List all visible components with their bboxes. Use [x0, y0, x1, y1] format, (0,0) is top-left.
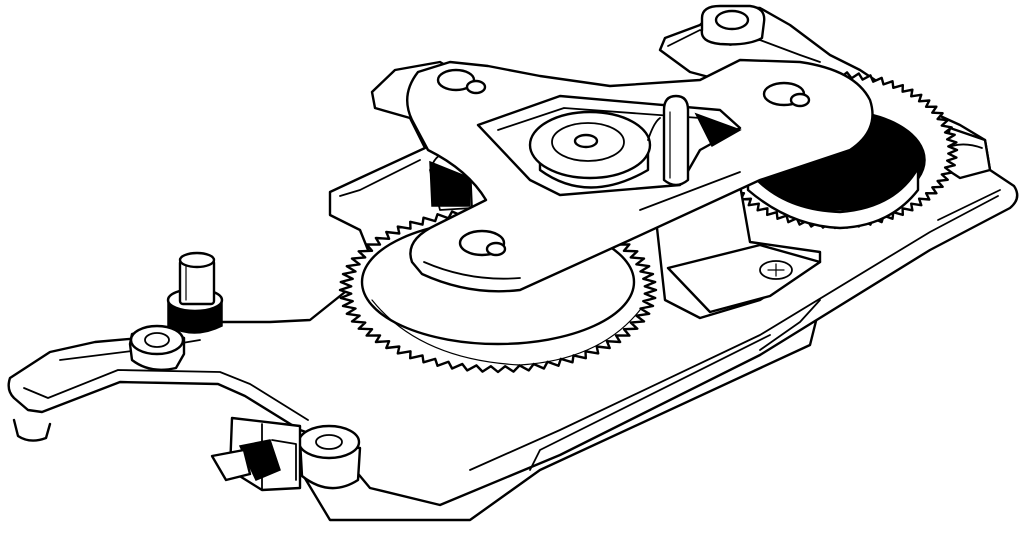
bottom-boss	[297, 424, 362, 490]
guide-pin	[662, 94, 690, 187]
connector-clip	[210, 416, 302, 492]
bracket-housing	[429, 151, 822, 320]
shaft-post	[166, 251, 224, 334]
left-mounting-boss	[128, 324, 186, 371]
